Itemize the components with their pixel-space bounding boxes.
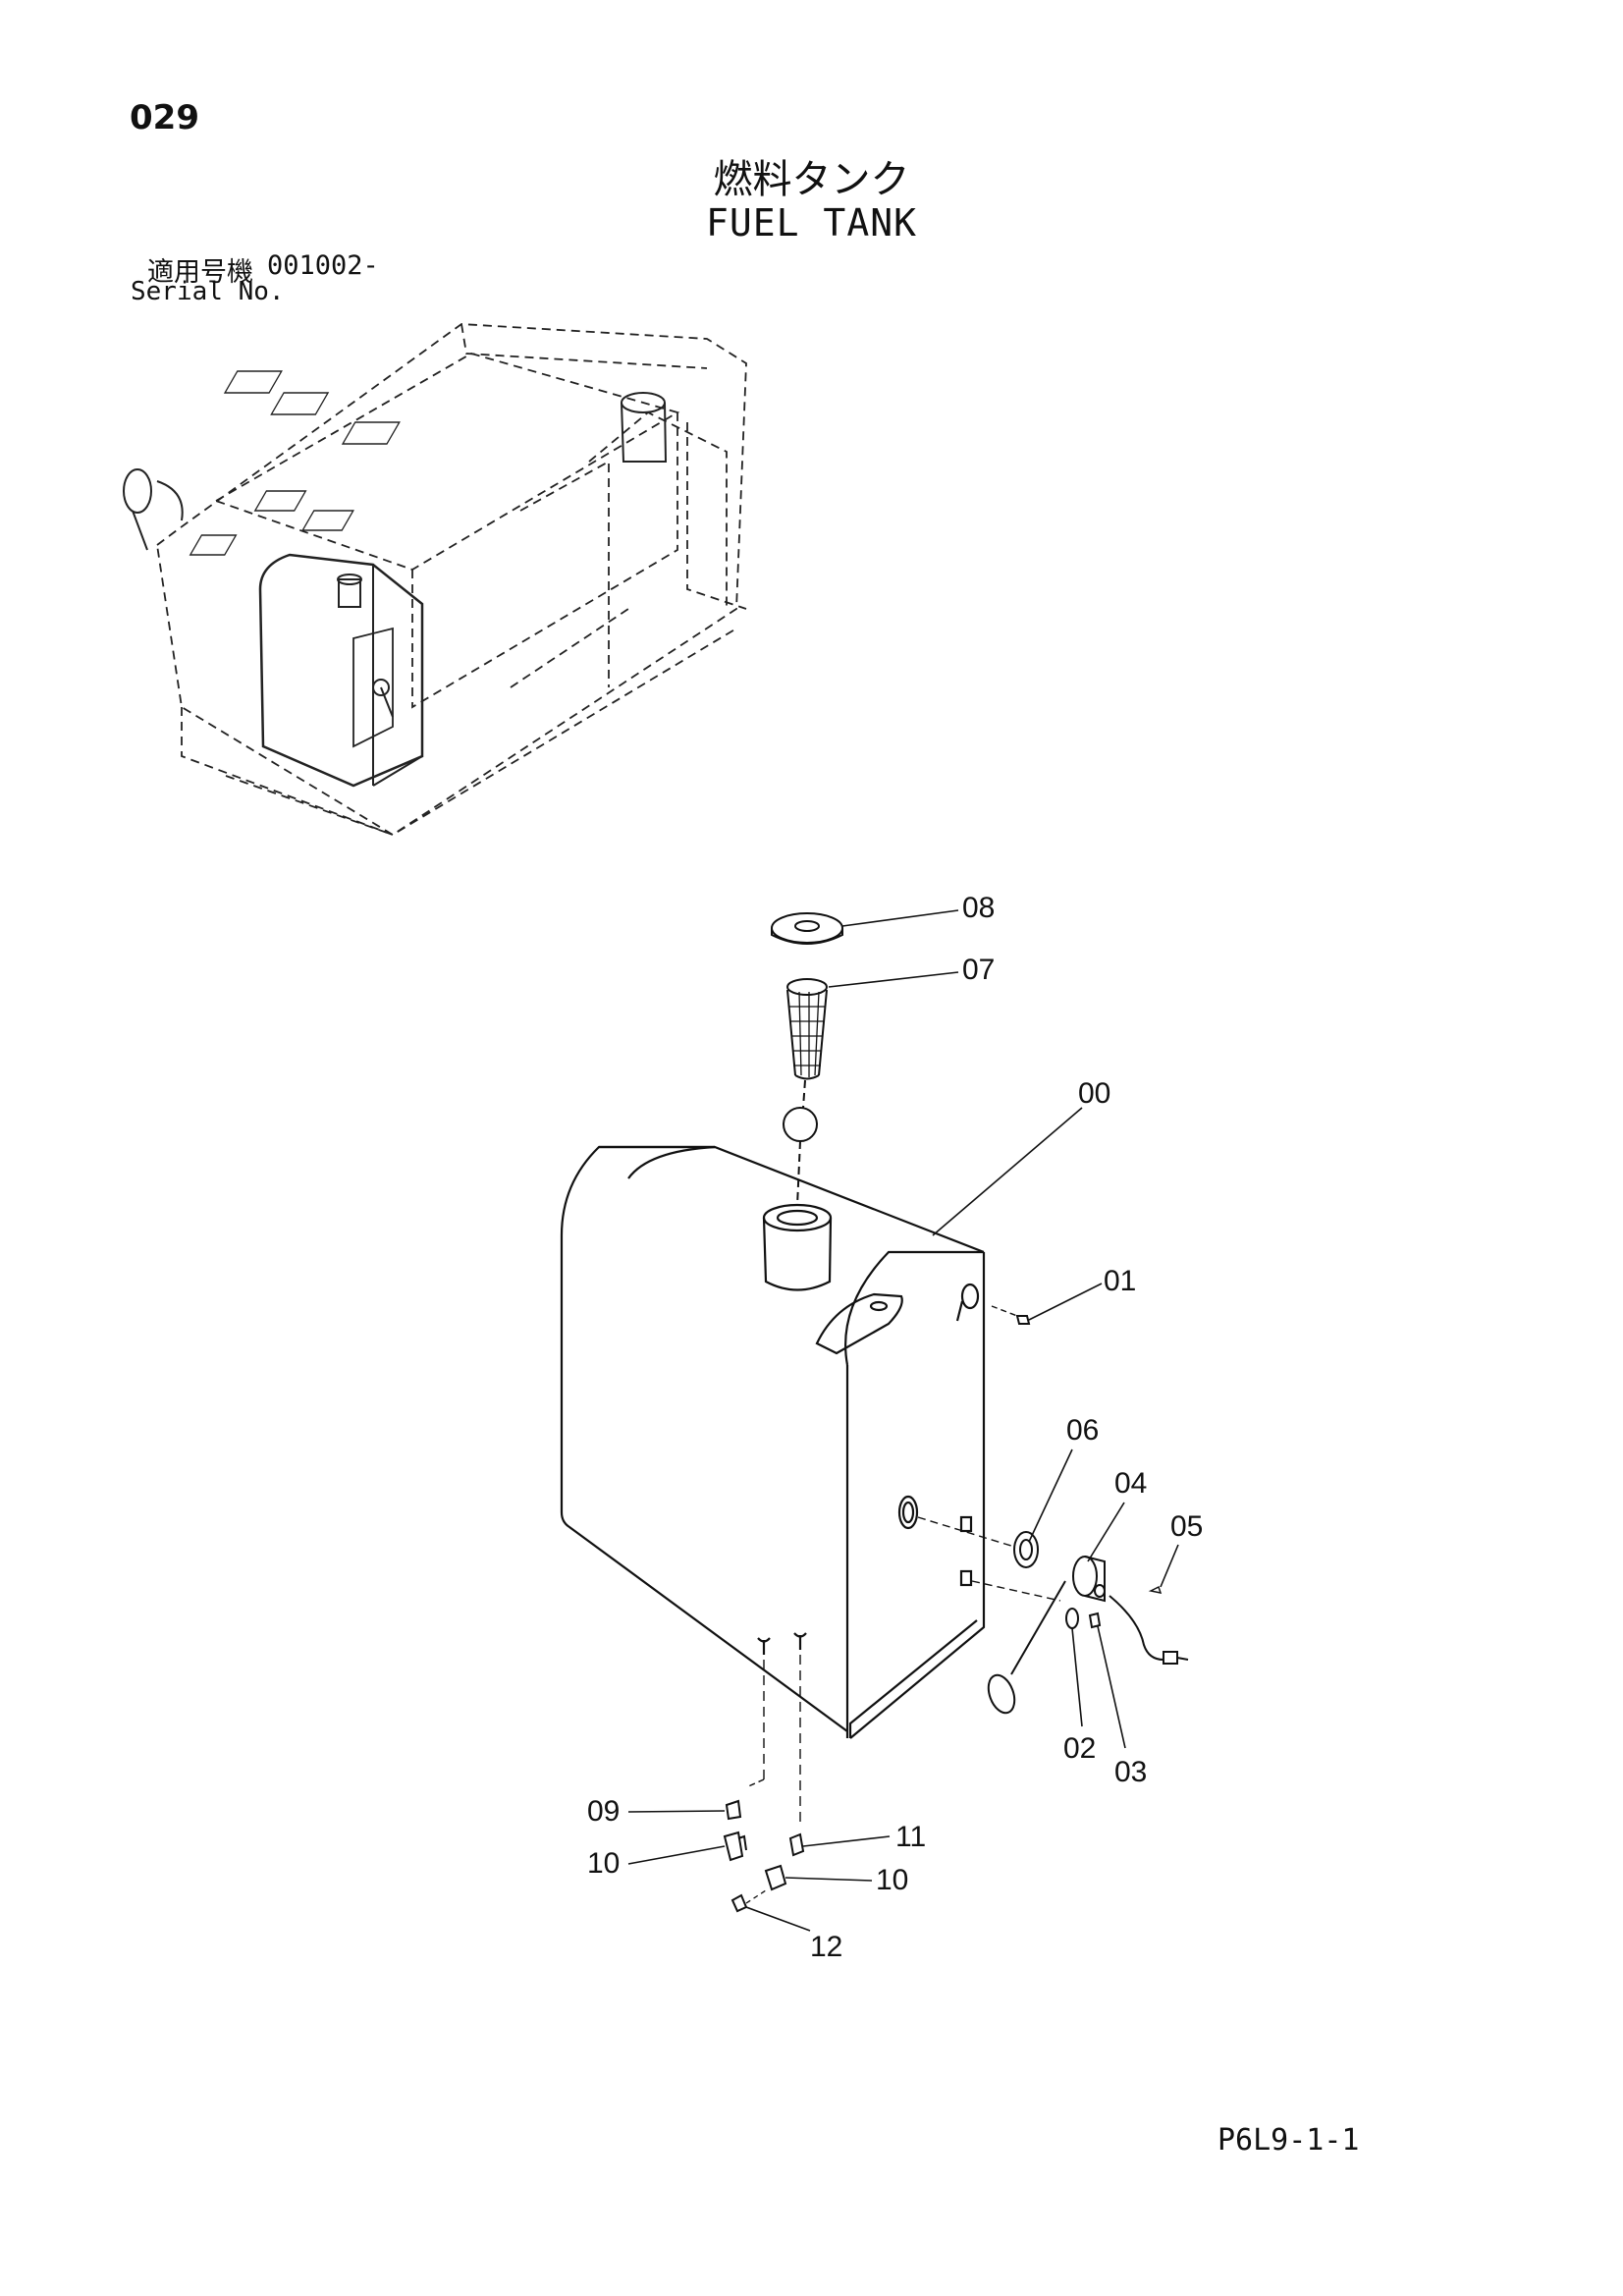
- serial-number-value: 001002-: [267, 250, 379, 281]
- callout-02: 02: [1063, 1732, 1096, 1765]
- drawing-code: P6L9-1-1: [1217, 2123, 1360, 2158]
- callout-07: 07: [962, 954, 995, 986]
- machine-overview-illustration: [123, 323, 747, 837]
- callout-04: 04: [1114, 1467, 1147, 1500]
- serial-label-japanese: 適用号機: [147, 257, 253, 288]
- callout-09: 09: [587, 1795, 620, 1828]
- callout-11: 11: [895, 1821, 926, 1853]
- callout-03: 03: [1114, 1756, 1147, 1788]
- callout-00: 00: [1078, 1077, 1110, 1110]
- callout-12: 12: [810, 1931, 842, 1963]
- callout-10-left: 10: [587, 1847, 620, 1880]
- callout-10-right: 10: [876, 1864, 908, 1896]
- callout-06: 06: [1066, 1414, 1099, 1447]
- leader-lines: [627, 909, 1179, 1932]
- exploded-parts: [723, 912, 1189, 1913]
- callout-05: 05: [1170, 1510, 1203, 1543]
- title-japanese: 燃料タンク: [713, 157, 910, 202]
- page-number: 029: [130, 98, 199, 137]
- callout-labels: 08 07 00 01 06 04 05 02 03 09 10 11 10 1…: [587, 892, 1203, 1963]
- fuel-tank-body: [560, 1145, 986, 1739]
- callout-01: 01: [1104, 1265, 1136, 1297]
- callout-08: 08: [962, 892, 995, 924]
- title-english: FUEL TANK: [706, 201, 917, 245]
- serial-label-english: Serial No.: [131, 277, 285, 306]
